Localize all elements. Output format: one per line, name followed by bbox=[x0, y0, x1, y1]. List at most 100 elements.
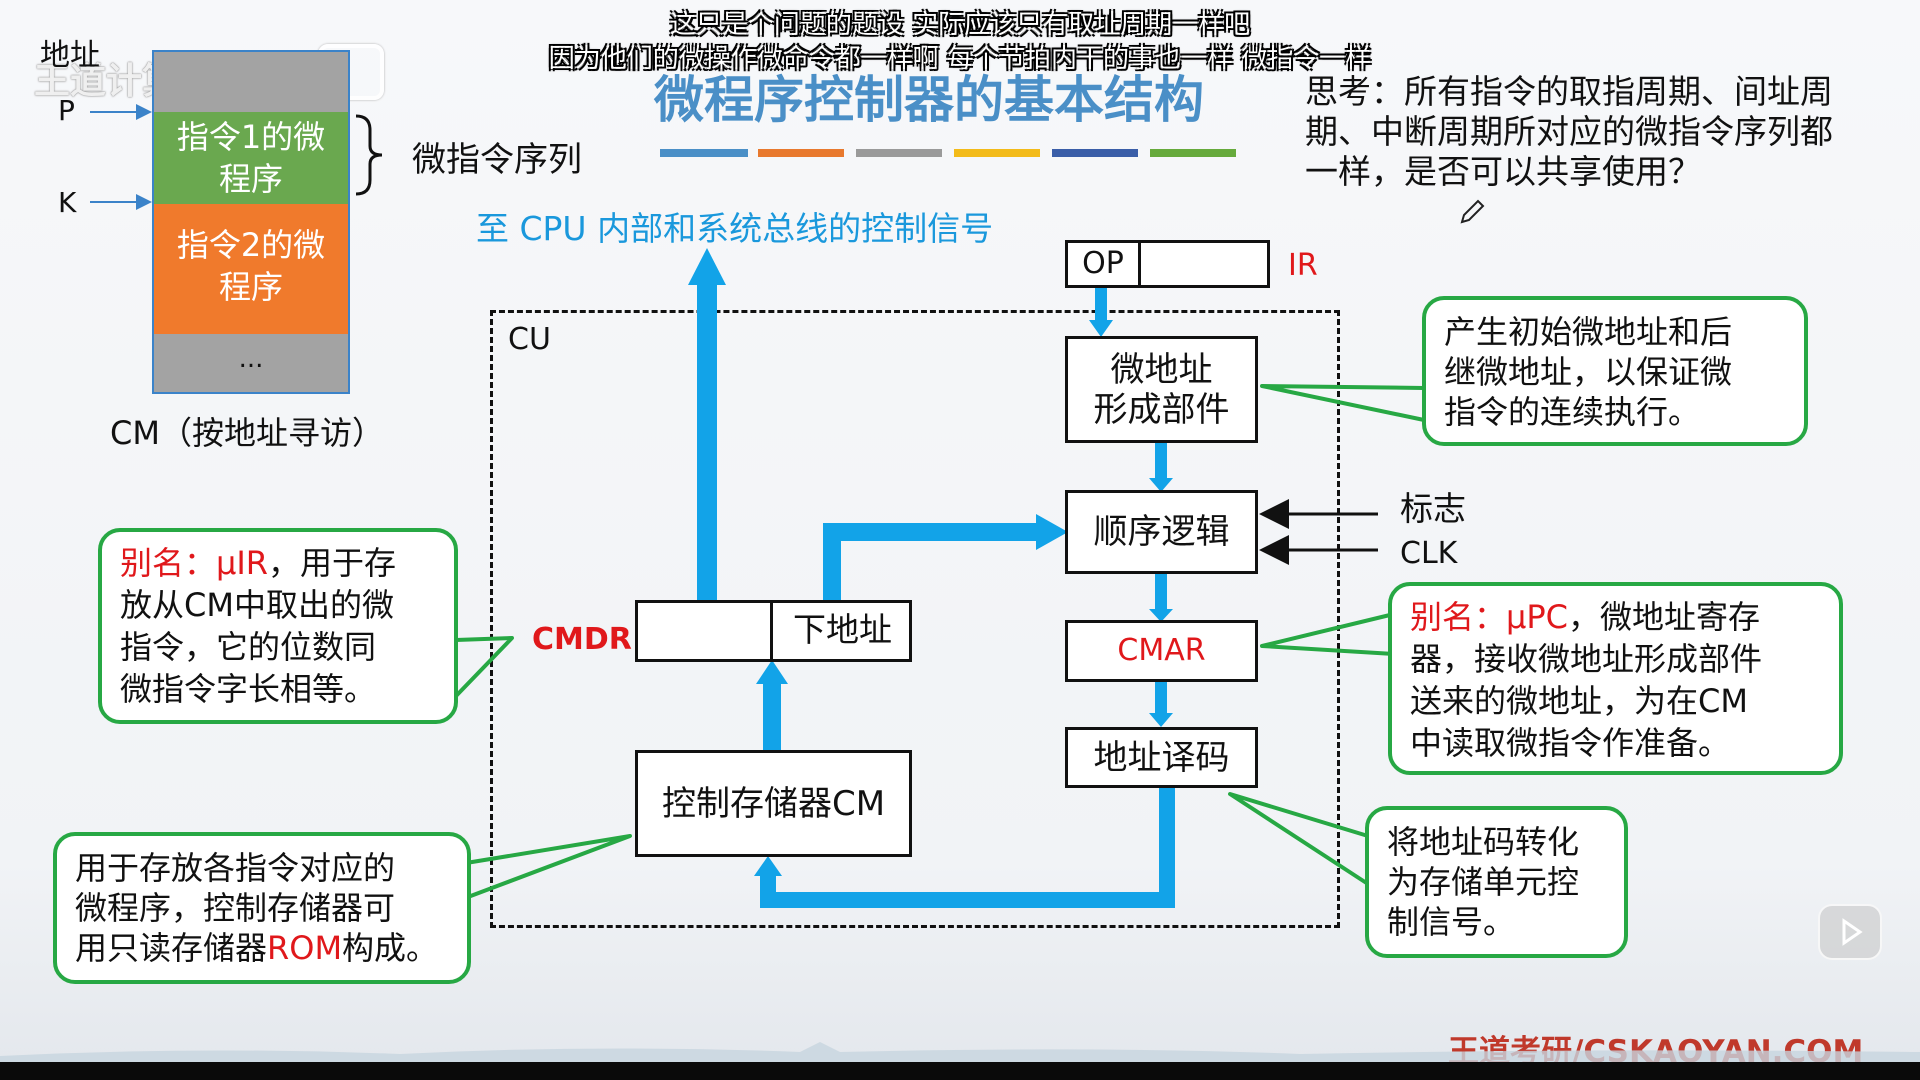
callout-text: 制信号。 bbox=[1387, 903, 1516, 941]
cmar-alias: 别名：μPC bbox=[1410, 598, 1569, 636]
flag-label: 标志 bbox=[1400, 489, 1466, 528]
callout-tail-decode bbox=[1228, 792, 1370, 886]
callout-text: 为存储单元控 bbox=[1387, 863, 1580, 901]
arrow-shaft bbox=[763, 680, 781, 750]
arrowhead-up bbox=[756, 660, 788, 684]
callout-address-decoder: 将地址码转化 为存储单元控 制信号。 bbox=[1365, 806, 1628, 958]
callout-tail-cm bbox=[459, 834, 632, 902]
callout-text-row: 别名：μIR，用于存 bbox=[120, 542, 436, 584]
subtitle-line-1: 这只是个问题的题设 实际应该只有取址周期一样吧 bbox=[669, 10, 1251, 40]
page-title: 微程序控制器的基本结构 bbox=[654, 71, 1204, 129]
callout-text: 构成。 bbox=[342, 929, 439, 967]
box-text: 形成部件 bbox=[1093, 389, 1230, 430]
callout-text: 微指令字长相等。 bbox=[120, 670, 377, 708]
cmdr-register: 下地址 bbox=[635, 600, 912, 662]
control-store: 控制存储器CM bbox=[635, 750, 912, 857]
subtitle-line-2: 因为他们的微操作微命令都一样啊 每个节拍内干的事也一样 微指令一样 bbox=[548, 44, 1372, 74]
callout-tail-cmar bbox=[1260, 612, 1395, 656]
arrow-shaft bbox=[1155, 443, 1167, 483]
rom-highlight: ROM bbox=[267, 929, 343, 967]
cu-boundary bbox=[490, 310, 1340, 928]
play-button[interactable] bbox=[1818, 904, 1882, 960]
cmar-register: CMAR bbox=[1065, 620, 1258, 682]
arrowhead-down bbox=[1149, 478, 1173, 492]
question-line: 思考：所有指令的取指周期、间址周 bbox=[1305, 72, 1833, 111]
segment-text: 指令1的微 bbox=[176, 118, 326, 156]
arrow-shaft bbox=[697, 280, 717, 600]
callout-text: 中读取微指令作准备。 bbox=[1410, 724, 1731, 762]
callout-text: 微程序，控制存储器可 bbox=[75, 889, 396, 927]
callout-text: 继微地址，以保证微 bbox=[1444, 353, 1733, 391]
segment-text: 程序 bbox=[218, 268, 283, 306]
micro-address-generator: 微地址 形成部件 bbox=[1065, 336, 1258, 443]
callout-text: 送来的微地址，为在CM bbox=[1410, 682, 1748, 720]
address-header: 地址 bbox=[40, 38, 100, 73]
callout-cmdr: 别名：μIR，用于存 放从CM中取出的微 指令，它的位数同 微指令字长相等。 bbox=[98, 528, 458, 724]
cm-segment-instr2: 指令2的微 程序 bbox=[154, 204, 348, 334]
callout-control-store: 用于存放各指令对应的 微程序，控制存储器可 用只读存储器ROM构成。 bbox=[53, 832, 471, 984]
callout-text: 用于存放各指令对应的 bbox=[75, 849, 396, 887]
skyline-decoration bbox=[0, 1042, 1920, 1064]
question-line: 一样，是否可以共享使用？ bbox=[1305, 152, 1701, 191]
arrow-shaft bbox=[823, 523, 841, 600]
arrow-shaft bbox=[823, 523, 1043, 541]
next-address-field: 下地址 bbox=[793, 610, 892, 649]
segment-text: 指令2的微 bbox=[176, 226, 326, 264]
callout-tail-cmdr bbox=[454, 636, 514, 698]
arrow-shaft bbox=[1155, 574, 1167, 614]
callout-text: 将地址码转化 bbox=[1387, 823, 1580, 861]
pointer-p-label: P bbox=[58, 94, 75, 127]
ir-label: IR bbox=[1288, 248, 1318, 283]
pointer-k-label: K bbox=[58, 186, 77, 219]
arrow-shaft bbox=[1155, 682, 1167, 718]
callout-text: 指令的连续执行。 bbox=[1444, 393, 1701, 431]
cmdr-label: CMDR bbox=[532, 622, 632, 657]
question-text: 思考：所有指令的取指周期、间址周 期、中断周期所对应的微指令序列都 一样，是否可… bbox=[1305, 72, 1833, 192]
pointer-arrows bbox=[90, 104, 152, 210]
play-icon bbox=[1842, 918, 1863, 946]
arrowhead-right bbox=[1036, 514, 1068, 550]
segment-text: 程序 bbox=[218, 160, 283, 198]
arrowhead-up bbox=[754, 856, 782, 876]
cmdr-field-divider bbox=[770, 603, 773, 659]
arrow-shaft bbox=[760, 892, 1175, 908]
address-decoder: 地址译码 bbox=[1065, 727, 1258, 788]
cu-label: CU bbox=[508, 322, 551, 357]
arrowhead-down bbox=[1149, 713, 1173, 727]
callout-text: 用只读存储器 bbox=[75, 929, 268, 967]
underline-segment bbox=[1052, 149, 1138, 157]
cm-memory-column: 指令1的微 程序 指令2的微 程序 ... bbox=[152, 50, 350, 394]
cmdr-alias: 别名：μIR bbox=[120, 544, 269, 582]
control-signal-label: 至 CPU 内部和系统总线的控制信号 bbox=[476, 209, 994, 248]
sequence-logic: 顺序逻辑 bbox=[1065, 490, 1258, 574]
callout-text: 产生初始微地址和后 bbox=[1444, 313, 1733, 351]
box-text: 微地址 bbox=[1110, 349, 1213, 390]
callout-text: 放从CM中取出的微 bbox=[120, 586, 394, 624]
underline-segment bbox=[954, 149, 1040, 157]
underline-segment bbox=[758, 149, 844, 157]
underline-segment bbox=[660, 149, 748, 157]
arrow-shaft bbox=[1159, 788, 1175, 908]
callout-address-generator: 产生初始微地址和后 继微地址，以保证微 指令的连续执行。 bbox=[1422, 296, 1808, 446]
underline-segment bbox=[856, 149, 942, 157]
brace-label: 微指令序列 bbox=[412, 140, 582, 180]
callout-text-row: 别名：μPC，微地址寄存 bbox=[1410, 596, 1821, 638]
callout-text: ，微地址寄存 bbox=[1568, 598, 1761, 636]
callout-text-row: 用只读存储器ROM构成。 bbox=[75, 928, 449, 968]
cm-segment-instr1: 指令1的微 程序 bbox=[154, 112, 348, 204]
arrowhead-down bbox=[1149, 609, 1173, 622]
brace-icon bbox=[355, 114, 383, 196]
arrowhead-down bbox=[1089, 320, 1113, 337]
cm-top-blank bbox=[154, 52, 348, 112]
underline-segment bbox=[1150, 149, 1236, 157]
arrow-shaft bbox=[1095, 288, 1107, 324]
callout-text: 器，接收微地址形成部件 bbox=[1410, 640, 1763, 678]
bottom-bar bbox=[0, 1062, 1920, 1080]
title-underline bbox=[660, 149, 1240, 157]
question-line: 期、中断周期所对应的微指令序列都 bbox=[1305, 112, 1833, 151]
arrowhead-up bbox=[688, 248, 726, 285]
pen-cursor-icon bbox=[1460, 199, 1485, 224]
cm-segment-more: ... bbox=[154, 334, 348, 392]
